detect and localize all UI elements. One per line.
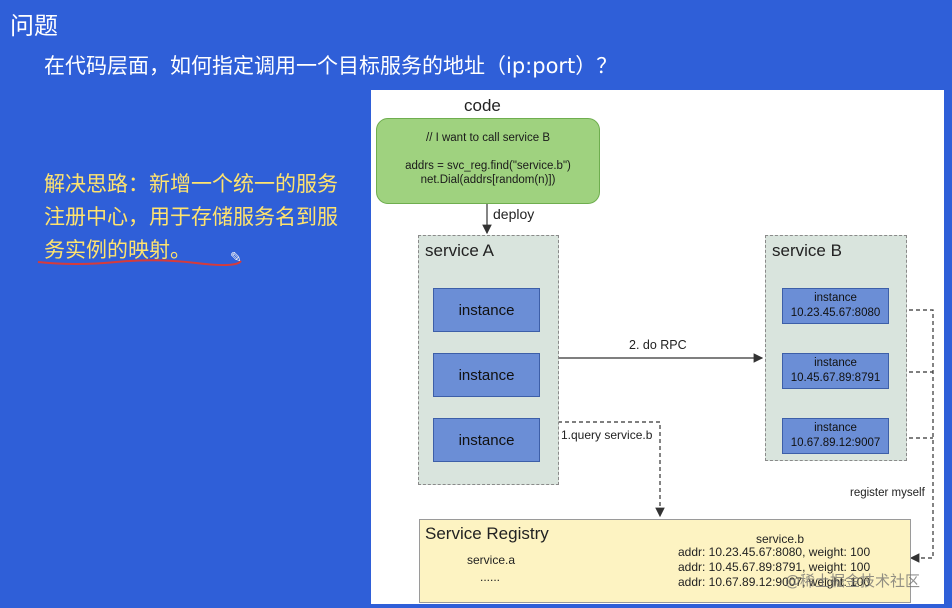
solution-text: 解决思路：新增一个统一的服务注册中心，用于存储服务名到服务实例的映射。: [44, 168, 344, 267]
query-arrow: [558, 421, 665, 518]
instance-addr: 10.45.67.89:8791: [790, 372, 881, 384]
solution-content: 解决思路：新增一个统一的服务注册中心，用于存储服务名到服务实例的映射。: [44, 172, 338, 262]
registry-title: Service Registry: [425, 524, 549, 543]
question-text: 在代码层面，如何指定调用一个目标服务的地址（ip:port）？: [44, 54, 618, 78]
register-arrow-1: [888, 309, 934, 563]
instance-label: instance: [814, 292, 857, 304]
service-registry-box: Service Registry service.a ...... servic…: [419, 519, 911, 603]
pen-cursor-icon: ✎: [230, 250, 242, 266]
instance-label: instance: [814, 422, 857, 434]
query-label: 1.query service.b: [561, 428, 653, 442]
registry-entry: addr: 10.67.89.12:9007, weight: 100: [678, 575, 871, 589]
slide-title: 问题: [10, 12, 58, 40]
registry-entries: addr: 10.23.45.67:8080, weight: 100 addr…: [678, 545, 870, 590]
red-underline-annotation: [37, 259, 242, 267]
registry-entry: addr: 10.23.45.67:8080, weight: 100: [678, 545, 871, 559]
code-line: // I want to call service B: [426, 132, 550, 144]
instance-label: instance: [814, 357, 857, 369]
rpc-label: 2. do RPC: [629, 338, 687, 352]
watermark: @稀土掘金技术社区: [785, 572, 921, 590]
deploy-label: deploy: [493, 206, 535, 222]
code-line: addrs = svc_reg.find("service.b"): [405, 160, 571, 172]
service-a-instance: instance: [433, 288, 540, 332]
service-b-title: service B: [772, 241, 842, 260]
service-b-instance: instance 10.67.89.12:9007: [782, 418, 889, 454]
registry-entry: addr: 10.45.67.89:8791, weight: 100: [678, 560, 871, 574]
architecture-diagram: code // I want to call service B addrs =…: [371, 90, 944, 604]
service-b-instance: instance 10.23.45.67:8080: [782, 288, 889, 324]
instance-addr: 10.67.89.12:9007: [790, 437, 881, 449]
code-box: // I want to call service B addrs = svc_…: [376, 118, 600, 204]
service-a-box: service A instance instance instance: [418, 235, 559, 485]
code-line: net.Dial(addrs[random(n)]): [420, 174, 556, 186]
register-label: register myself: [850, 487, 925, 499]
code-label: code: [464, 96, 501, 115]
service-b-box: service B instance 10.23.45.67:8080 inst…: [765, 235, 907, 461]
service-a-instance: instance: [433, 418, 540, 462]
service-a-title: service A: [425, 241, 494, 260]
diagram-arrows: [482, 203, 934, 563]
registry-ellipsis: ......: [480, 570, 501, 584]
registry-service-a: service.a: [467, 553, 516, 567]
service-a-instance: instance: [433, 353, 540, 397]
instance-addr: 10.23.45.67:8080: [790, 307, 881, 319]
service-b-instance: instance 10.45.67.89:8791: [782, 353, 889, 389]
registry-service-b: service.b: [756, 532, 805, 546]
